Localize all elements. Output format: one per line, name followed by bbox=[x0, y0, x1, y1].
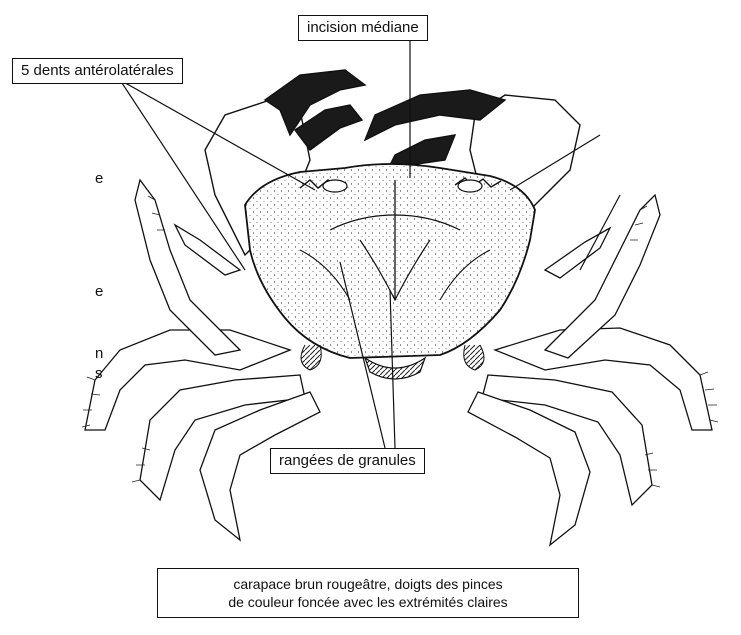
teeth-leader-right-2 bbox=[580, 195, 620, 270]
granule-rows-label: rangées de granules bbox=[270, 448, 425, 474]
median-incision-label: incision médiane bbox=[298, 15, 428, 41]
caption-line-1: carapace brun rougeâtre, doigts des pinc… bbox=[158, 575, 578, 593]
edge-fragment-2: e bbox=[95, 283, 103, 300]
caption-box: carapace brun rougeâtre, doigts des pinc… bbox=[157, 568, 579, 618]
edge-fragment-3: n bbox=[95, 345, 103, 362]
edge-fragment-1: e bbox=[95, 170, 103, 187]
carapace bbox=[245, 164, 535, 379]
caption-line-2: de couleur foncée avec les extrémités cl… bbox=[158, 593, 578, 611]
anterolateral-teeth-label: 5 dents antérolatérales bbox=[12, 58, 183, 84]
edge-fragment-4: s bbox=[95, 365, 103, 382]
